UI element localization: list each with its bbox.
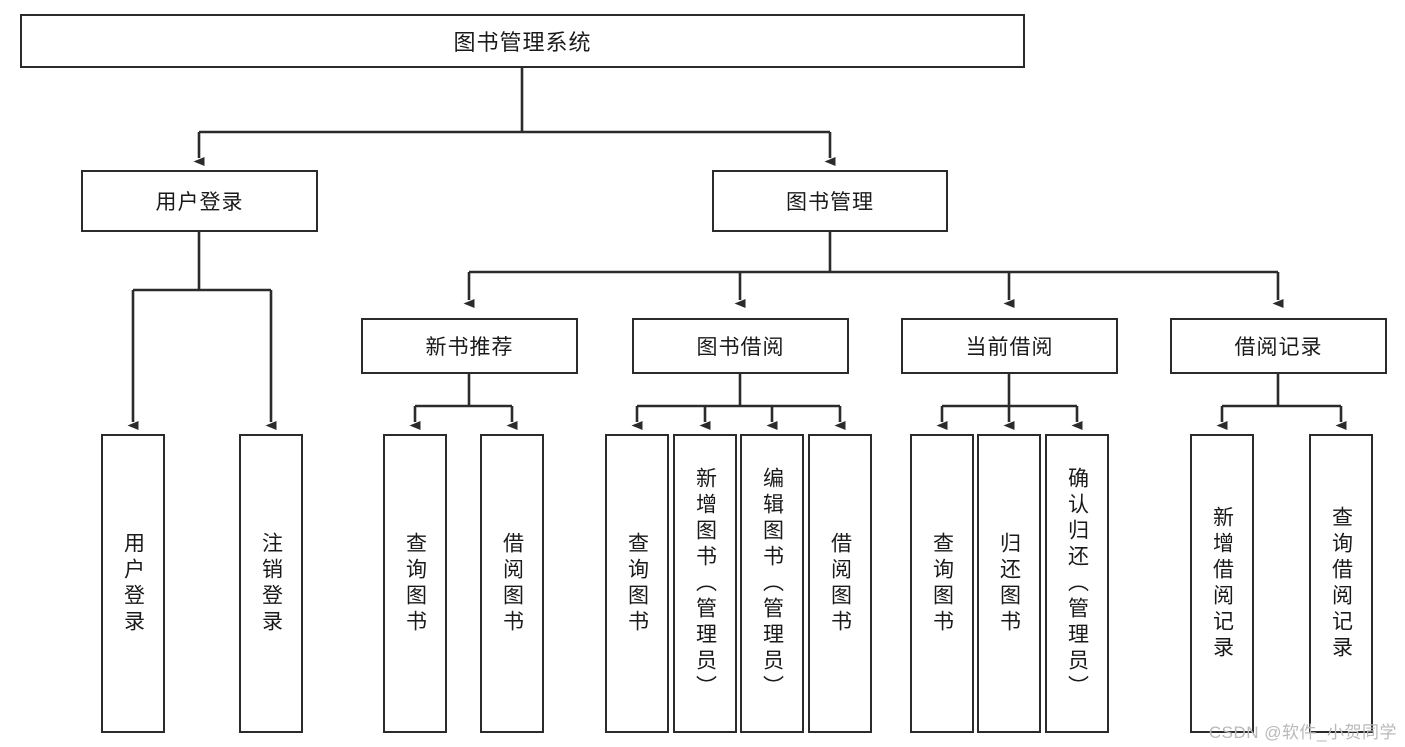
node-book-borrow[interactable]: 图书借阅 bbox=[632, 318, 849, 374]
node-leaf-borrow-book-2-label: 借阅图书 bbox=[828, 531, 852, 636]
node-leaf-return-book-label: 归还图书 bbox=[997, 531, 1021, 636]
node-leaf-query-book-1[interactable]: 查询图书 bbox=[383, 434, 447, 733]
node-book-borrow-label: 图书借阅 bbox=[696, 336, 785, 359]
node-leaf-logout-label: 注销登录 bbox=[259, 531, 283, 636]
node-leaf-edit-book[interactable]: 编辑图书（管理员） bbox=[740, 434, 804, 733]
node-leaf-edit-book-label: 编辑图书（管理员） bbox=[760, 466, 784, 701]
node-leaf-add-book-label: 新增图书（管理员） bbox=[693, 466, 717, 701]
node-leaf-user-login[interactable]: 用户登录 bbox=[101, 434, 165, 733]
node-leaf-add-book[interactable]: 新增图书（管理员） bbox=[673, 434, 737, 733]
node-leaf-query-book-1-label: 查询图书 bbox=[403, 531, 427, 636]
node-leaf-add-record[interactable]: 新增借阅记录 bbox=[1190, 434, 1254, 733]
node-book-management-label: 图书管理 bbox=[786, 191, 874, 214]
node-leaf-query-record[interactable]: 查询借阅记录 bbox=[1309, 434, 1373, 733]
node-current-borrow[interactable]: 当前借阅 bbox=[901, 318, 1118, 374]
node-leaf-query-book-3[interactable]: 查询图书 bbox=[910, 434, 974, 733]
node-leaf-borrow-book-2[interactable]: 借阅图书 bbox=[808, 434, 872, 733]
node-leaf-logout[interactable]: 注销登录 bbox=[239, 434, 303, 733]
node-leaf-borrow-book-1[interactable]: 借阅图书 bbox=[480, 434, 544, 733]
watermark-text: CSDN @软件_小贺同学 bbox=[1208, 723, 1397, 742]
node-root-label: 图书管理系统 bbox=[453, 30, 592, 55]
node-leaf-query-book-2-label: 查询图书 bbox=[625, 531, 649, 636]
node-user-login[interactable]: 用户登录 bbox=[81, 170, 318, 232]
node-new-book-recommend-label: 新书推荐 bbox=[425, 336, 514, 359]
node-user-login-label: 用户登录 bbox=[155, 191, 244, 214]
node-leaf-query-book-3-label: 查询图书 bbox=[930, 531, 954, 636]
node-current-borrow-label: 当前借阅 bbox=[965, 336, 1054, 359]
node-leaf-add-record-label: 新增借阅记录 bbox=[1210, 505, 1234, 662]
node-leaf-query-record-label: 查询借阅记录 bbox=[1329, 505, 1353, 662]
node-leaf-query-book-2[interactable]: 查询图书 bbox=[605, 434, 669, 733]
node-root[interactable]: 图书管理系统 bbox=[20, 14, 1025, 68]
node-leaf-user-login-label: 用户登录 bbox=[121, 531, 145, 636]
node-borrow-record-label: 借阅记录 bbox=[1234, 336, 1323, 359]
node-leaf-borrow-book-1-label: 借阅图书 bbox=[500, 531, 524, 636]
node-leaf-confirm-return-label: 确认归还（管理员） bbox=[1065, 466, 1089, 701]
node-borrow-record[interactable]: 借阅记录 bbox=[1170, 318, 1387, 374]
node-leaf-return-book[interactable]: 归还图书 bbox=[977, 434, 1041, 733]
node-leaf-confirm-return[interactable]: 确认归还（管理员） bbox=[1045, 434, 1109, 733]
node-book-management[interactable]: 图书管理 bbox=[712, 170, 948, 232]
node-new-book-recommend[interactable]: 新书推荐 bbox=[361, 318, 578, 374]
